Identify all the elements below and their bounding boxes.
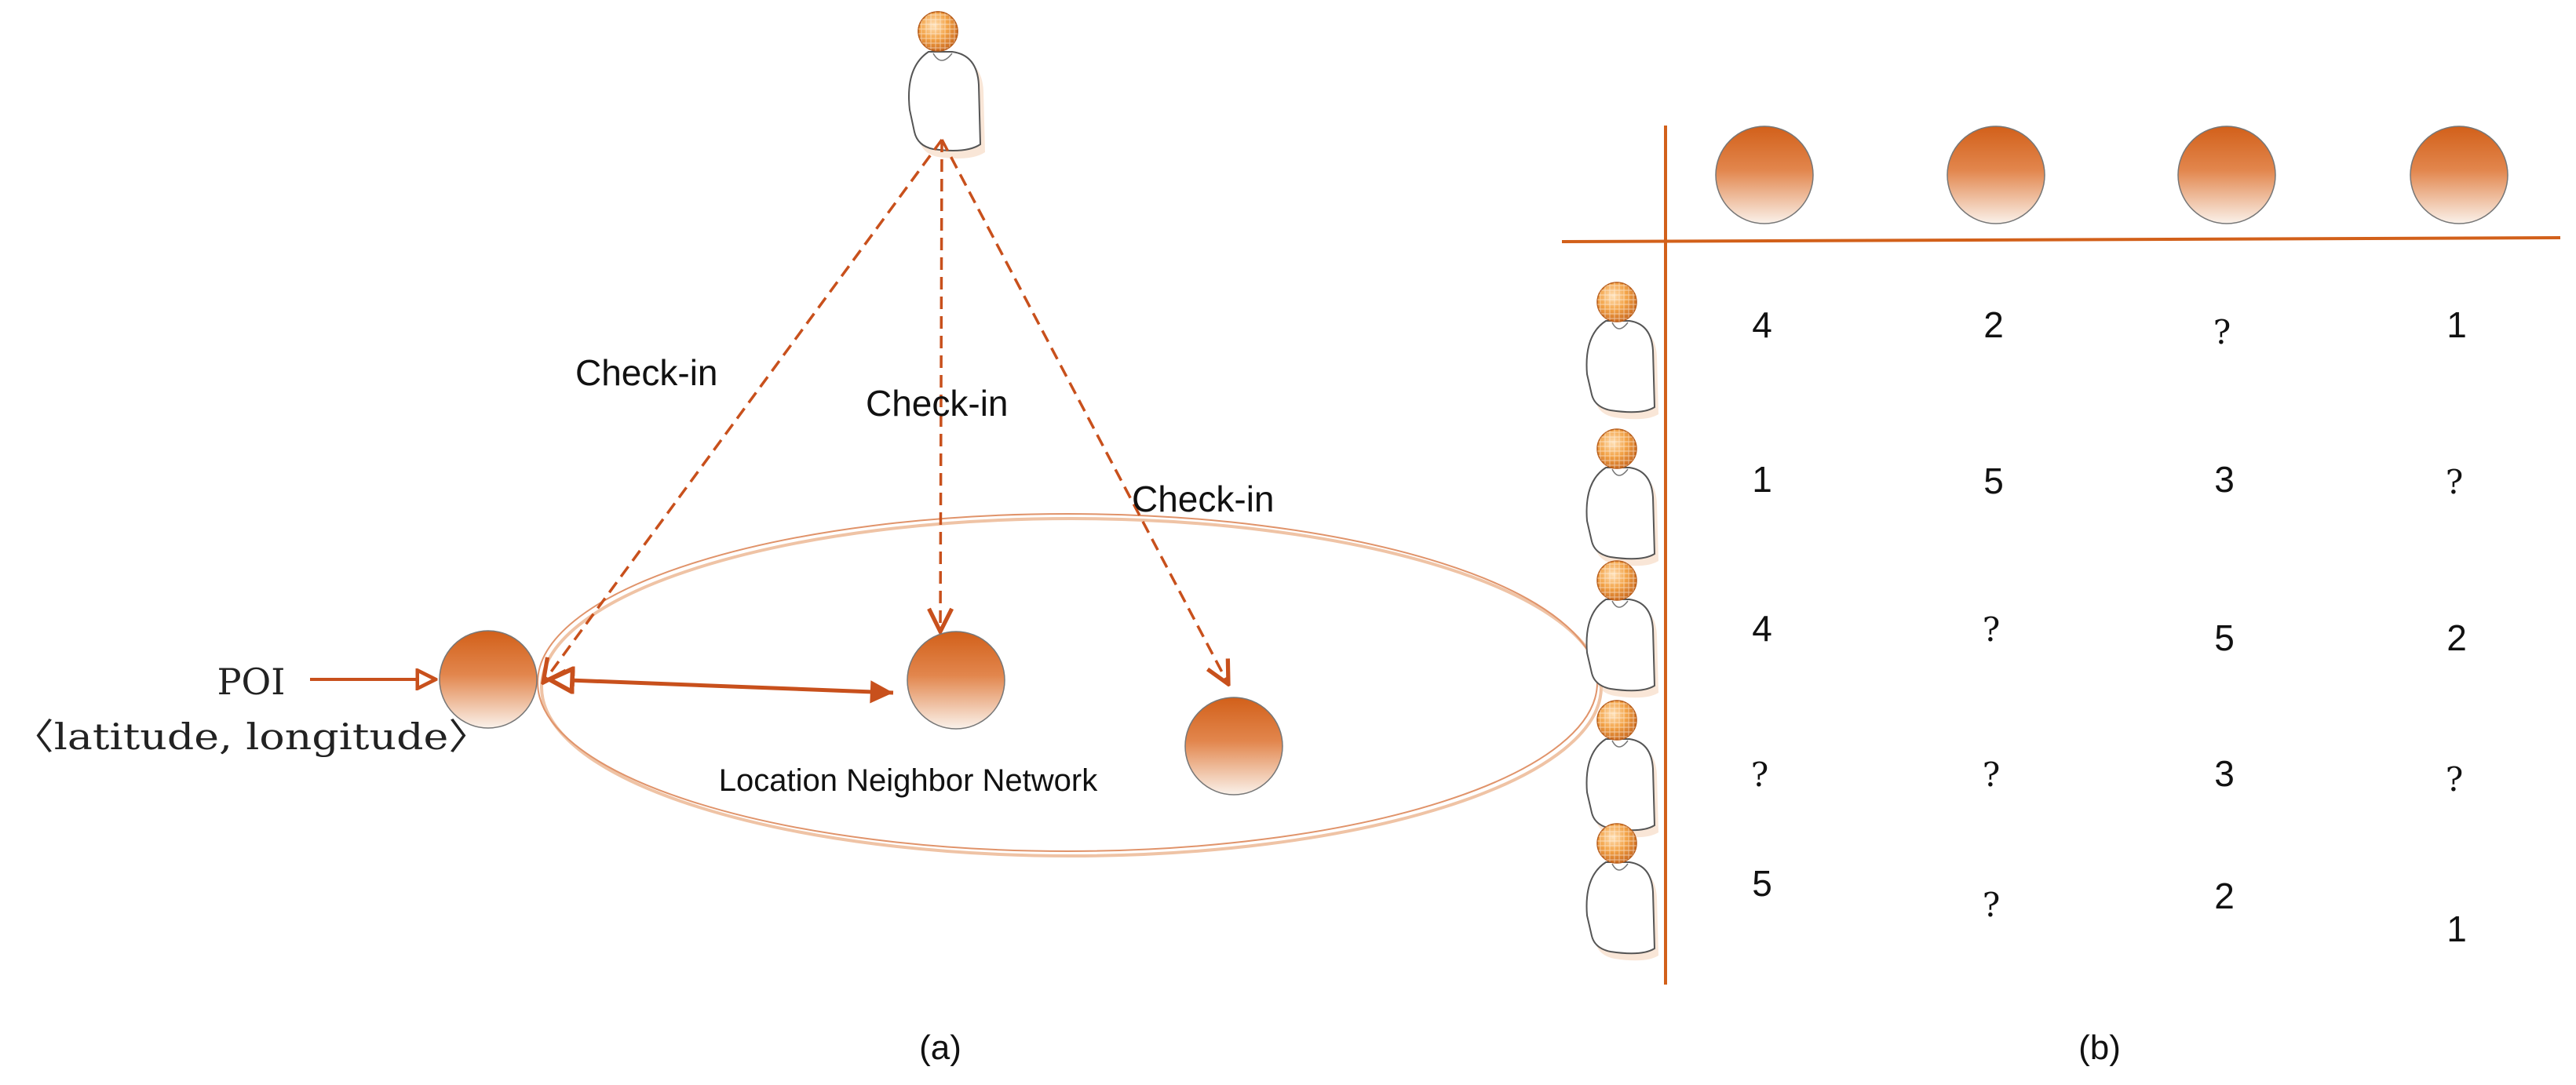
panel-a-caption: (a) [919, 1029, 961, 1067]
network-ellipse-shadow [540, 517, 1603, 857]
matrix-cell: ? [2446, 463, 2464, 501]
matrix-cell: 3 [2214, 753, 2235, 794]
matrix-cell: 2 [2214, 876, 2235, 916]
matrix-cell: 5 [1752, 863, 1772, 904]
panel-b: 4 2? 1 1 5 3? 4? 5 2?? 3? 5? 2 1 (b) [1561, 126, 2561, 1067]
poi-ball-right [1184, 697, 1283, 796]
matrix-cell: 2 [2446, 617, 2467, 658]
matrix-cell: 5 [1983, 461, 2004, 501]
user-row-icon [1585, 282, 1658, 420]
checkin-label-left: Check-in [575, 352, 718, 393]
top-user-icon [908, 11, 985, 158]
poi-column-ball [1715, 126, 1814, 224]
matrix-cell: 1 [1752, 459, 1772, 500]
matrix-cell: ? [2446, 760, 2464, 799]
user-row-icon [1585, 700, 1658, 838]
panel-a: Check-in Check-in Check-in POI 〈latitude… [12, 11, 1603, 1067]
matrix-cell: ? [1751, 755, 1769, 794]
matrix-cell: 4 [1752, 304, 1772, 345]
poi-ball-middle [907, 631, 1005, 730]
matrix-cell: ? [1983, 886, 2001, 924]
poi-ball-left [439, 630, 538, 729]
matrix-cell: 2 [1983, 304, 2004, 345]
matrix-cell: ? [2213, 313, 2231, 351]
matrix-cell: 3 [2214, 459, 2235, 500]
poi-column-ball [2410, 126, 2508, 224]
user-row-headers [1585, 282, 1658, 961]
matrix-cell: 1 [2446, 304, 2467, 345]
poi-column-ball [2177, 126, 2276, 224]
rating-matrix: 4 2? 1 1 5 3? 4? 5 2?? 3? 5? 2 1 [1751, 304, 2467, 949]
user-row-icon [1585, 428, 1658, 566]
checkin-label-right: Check-in [1132, 479, 1275, 519]
user-row-icon [1585, 823, 1658, 961]
poi-column-headers [1715, 126, 2508, 224]
checkin-label-middle: Check-in [866, 383, 1009, 424]
poi-column-ball [1947, 126, 2045, 224]
matrix-cell: ? [1983, 755, 2001, 794]
matrix-header-line [1561, 236, 2561, 243]
matrix-cell: 5 [2214, 617, 2235, 658]
matrix-cell: ? [1983, 610, 2001, 649]
poi-coords-label: 〈latitude, longitude〉 [12, 715, 491, 758]
matrix-cell: 4 [1752, 608, 1772, 649]
neighbor-link-arrow [549, 679, 894, 693]
network-label: Location Neighbor Network [719, 763, 1098, 798]
checkin-arrow-right [940, 139, 1228, 684]
checkin-arrow-middle [940, 139, 942, 632]
poi-label: POI [217, 661, 286, 703]
user-row-icon [1585, 560, 1658, 698]
panel-b-caption: (b) [2078, 1029, 2121, 1067]
checkin-arrow-left [543, 138, 943, 683]
matrix-cell: 1 [2446, 908, 2467, 949]
